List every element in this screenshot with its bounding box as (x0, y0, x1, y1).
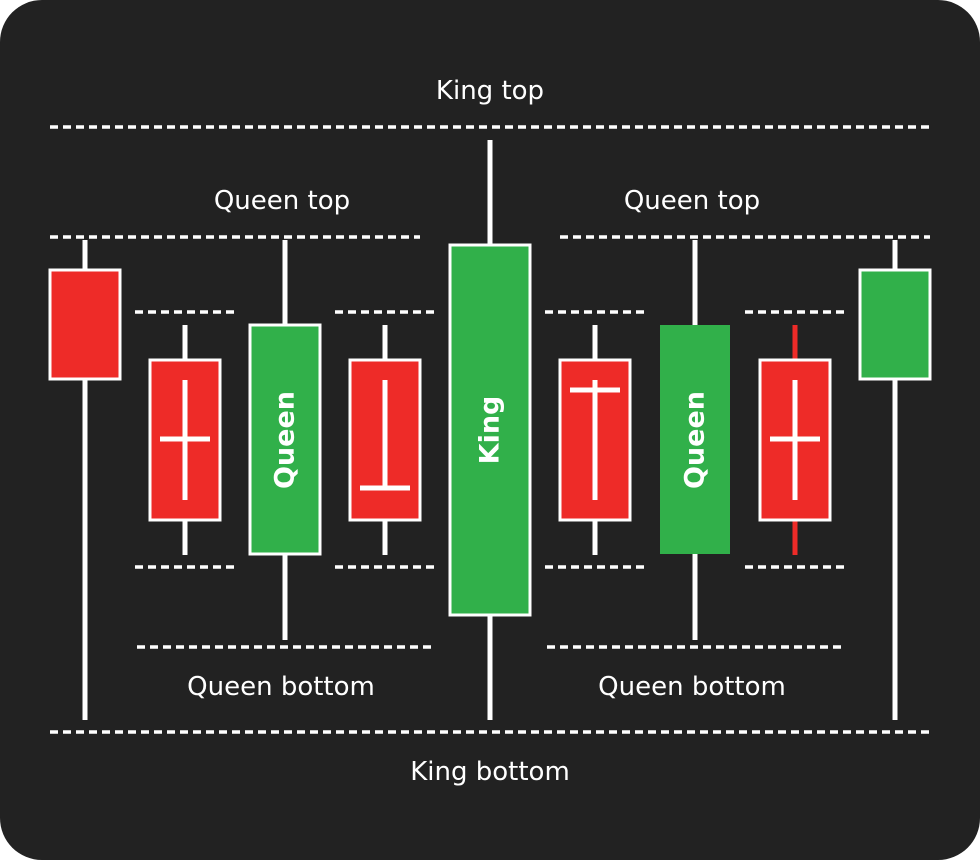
candle-9 (858, 240, 932, 720)
candle-2 (148, 325, 222, 555)
annotations: King top Queen top Queen top Queen botto… (187, 76, 786, 787)
king-top-label: King top (436, 76, 544, 106)
queen-label-right: Queen (680, 391, 711, 489)
candle-7-queen-right: Queen (660, 240, 730, 640)
candle-5-king: King (448, 140, 532, 720)
candle-8 (758, 325, 832, 555)
queen-top-label-left: Queen top (214, 186, 350, 216)
candle-3-queen-left: Queen (248, 240, 322, 640)
candle-6 (558, 325, 632, 555)
king-bottom-label: King bottom (410, 757, 570, 787)
queen-label-left: Queen (270, 391, 301, 489)
queen-bottom-label-right: Queen bottom (598, 672, 786, 702)
candle-1 (48, 240, 122, 720)
queen-top-label-right: Queen top (624, 186, 760, 216)
candle-4 (348, 325, 422, 555)
reference-lines (50, 125, 930, 734)
queen-bottom-label-left: Queen bottom (187, 672, 375, 702)
king-label: King (475, 396, 506, 465)
